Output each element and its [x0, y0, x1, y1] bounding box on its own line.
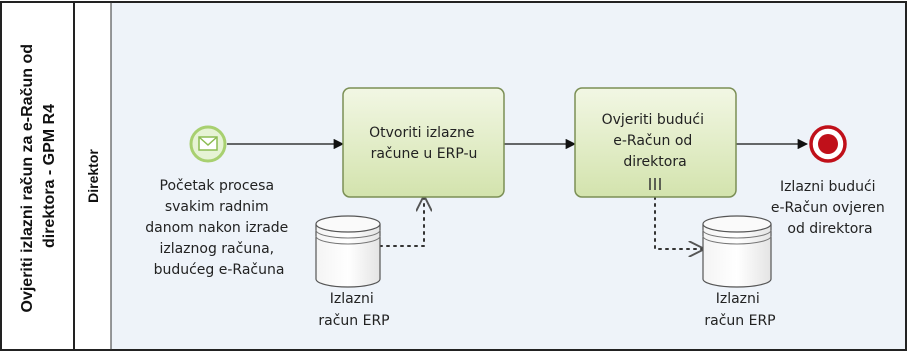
- data-store-icon: [315, 224, 381, 288]
- task-verify-e-invoice[interactable]: Ovjeriti budući e-Račun od direktora: [574, 87, 737, 198]
- data-associations: [379, 196, 703, 249]
- end-event-label-line: Izlazni budući: [780, 179, 876, 195]
- end-event[interactable]: [809, 125, 847, 163]
- start-event-label-line: budućeg e-Računa: [154, 262, 285, 278]
- task-label-line: direktora: [623, 154, 686, 170]
- data-association: [654, 196, 703, 249]
- task-label-line: e-Račun od: [613, 133, 692, 149]
- envelope-icon: [198, 136, 218, 151]
- data-store-label-line: račun ERP: [704, 313, 775, 329]
- task-open-invoices[interactable]: Otvoriti izlazne račune u ERP-u: [342, 87, 505, 198]
- start-event-label-line: danom nakon izrade: [145, 220, 288, 236]
- data-store-icon: [702, 224, 772, 288]
- pool-title-line: Ovjeriti izlazni račun za e-Račun od: [19, 44, 36, 313]
- start-event-label-line: svakim radnim: [165, 199, 269, 215]
- end-event-label-line: e-Račun ovjeren: [771, 200, 885, 216]
- end-event-label-line: od direktora: [787, 221, 872, 237]
- start-event[interactable]: [189, 125, 227, 163]
- data-store-label-line: Izlazni: [716, 291, 760, 307]
- data-store-label: Izlazni račun ERP: [318, 291, 389, 329]
- task-label: Otvoriti izlazne račune u ERP-u: [369, 125, 479, 162]
- end-event-label: Izlazni budući e-Račun ovjeren od direkt…: [771, 179, 889, 237]
- data-association: [379, 197, 424, 247]
- lane-background: [111, 2, 906, 350]
- pool-title-line: direktora - GPM R4: [41, 104, 58, 248]
- data-store-label-line: račun ERP: [318, 313, 389, 329]
- data-store[interactable]: [315, 215, 381, 288]
- pool-title: Ovjeriti izlazni račun za e-Račun od dir…: [19, 40, 58, 313]
- task-label: Ovjeriti budući e-Račun od direktora: [602, 112, 709, 170]
- task-label-line: račune u ERP-u: [371, 146, 478, 162]
- task-label-line: Otvoriti izlazne: [369, 125, 474, 141]
- start-event-label-line: izlaznog računa,: [159, 241, 274, 257]
- lane-title: Direktor: [85, 149, 101, 203]
- start-event-label-line: Početak procesa: [160, 178, 275, 194]
- start-event-label: Početak procesa svakim radnim danom nako…: [145, 178, 292, 278]
- data-store-label: Izlazni račun ERP: [704, 291, 775, 329]
- multi-instance-marker-icon: [649, 178, 661, 190]
- task-label-line: Ovjeriti budući: [602, 112, 704, 128]
- data-store[interactable]: [702, 215, 772, 288]
- data-store-label-line: Izlazni: [330, 291, 374, 307]
